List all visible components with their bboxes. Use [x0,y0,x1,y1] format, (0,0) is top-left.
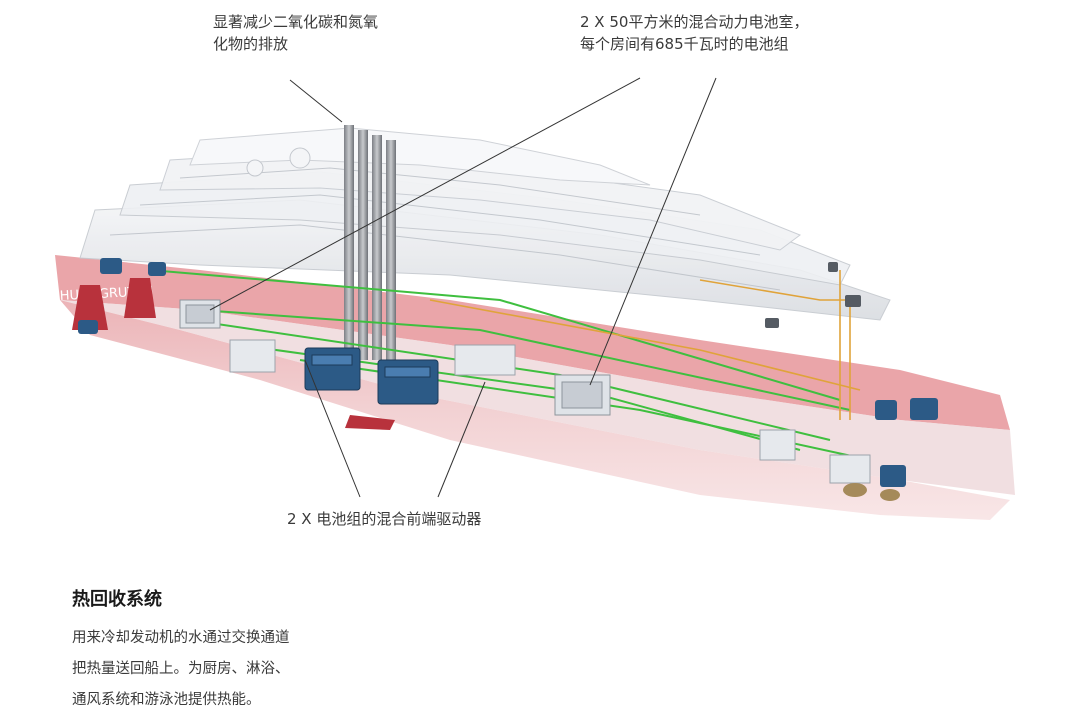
hull-lower [60,300,1010,520]
engine-2 [377,359,439,405]
heat-recovery-line-3: 通风系统和游泳池提供热能。 [72,692,261,708]
callout-front-drive: 2 X 电池组的混合前端驱动器 [287,510,482,528]
callout-line-battery-aft [209,77,641,311]
bow-propellers [843,483,900,501]
radar-dome-1 [289,147,311,169]
heat-pipes [429,270,861,420]
machinery-rooms [229,339,871,484]
radar-dome-2 [246,159,264,177]
engine-1 [304,347,361,391]
hull-red-band [55,255,1010,430]
aft-motors [78,258,166,334]
deck-cranes [765,262,861,328]
bow-equipment [875,398,938,487]
battery-room-fwd [554,374,611,416]
heat-recovery-title: 热回收系统 [72,589,162,610]
callout-battery-room: 2 X 50平方米的混合动力电池室， 每个房间有685千瓦时的电池组 [580,13,809,53]
heat-recovery-line-2: 把热量送回船上。为厨房、淋浴、 [72,661,290,677]
callout-line-battery-fwd [589,77,717,386]
heat-recovery-line-1: 用来冷却发动机的水通过交换通道 [72,630,290,646]
deck-top [189,127,651,186]
battery-room-aft [179,299,221,329]
ship-cutaway-diagram: HURTIGRUTEN [55,77,1015,520]
callout-lines [209,77,717,498]
callout-line-drive-2 [437,381,486,498]
callout-line-drive-1 [304,359,361,498]
aft-thrusters [72,278,395,430]
callout-line-emission [289,79,343,123]
exhaust-funnels [344,125,396,360]
callout-emission: 显著减少二氧化碳和氮氧 化物的排放 [213,13,379,53]
